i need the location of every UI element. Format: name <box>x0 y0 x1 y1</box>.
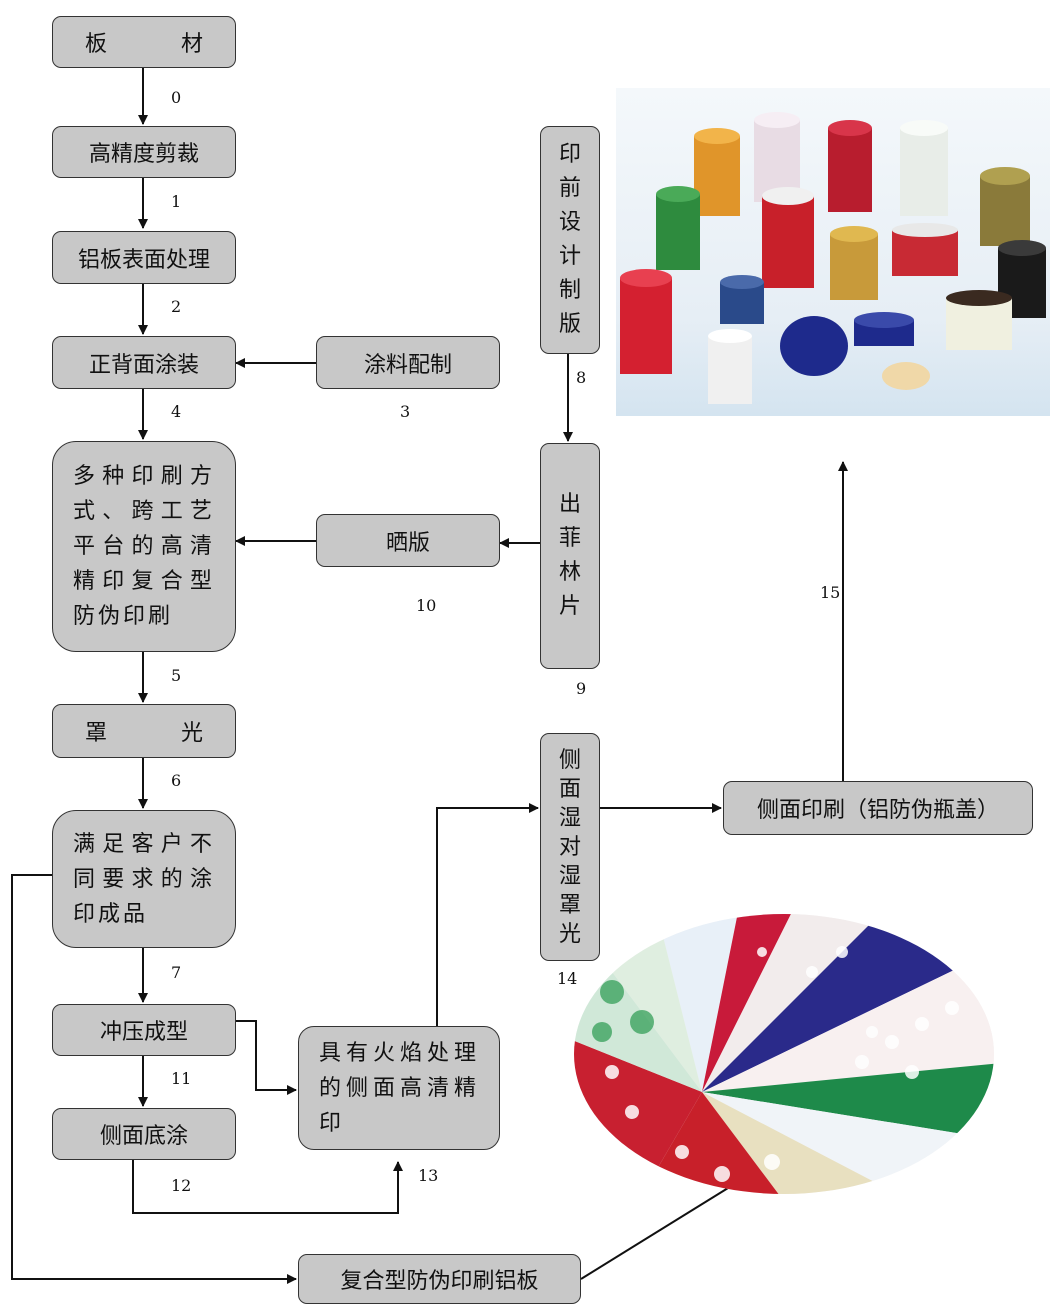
prepress-char: 设 <box>558 210 581 235</box>
step-number: 14 <box>557 969 578 988</box>
step-number: 3 <box>400 402 411 421</box>
side-wet-char: 湿 <box>558 805 581 831</box>
step-number: 1 <box>171 192 182 211</box>
box-front-back-coating: 正背面涂装 <box>52 336 236 389</box>
box-punch-forming: 冲压成型 <box>52 1004 236 1056</box>
box-varnish-char2: 光 <box>180 721 203 746</box>
box-aluminum-surface-treatment: 铝板表面处理 <box>52 231 236 284</box>
side-wet-char: 湿 <box>558 863 581 889</box>
box-flame-side-print: 具有火焰处理的侧面高清精印 <box>298 1026 500 1150</box>
box-high-precision-cutting: 高精度剪裁 <box>52 126 236 178</box>
printed-sheets-photo <box>574 914 994 1194</box>
box-finished-coated-products: 满足客户不同要求的涂印成品 <box>52 810 236 948</box>
box-multi-print-methods-text: 多种印刷方式、跨工艺平台的高清精印复合型防伪印刷 <box>73 464 215 629</box>
prepress-char: 版 <box>558 312 581 337</box>
box-coating-preparation: 涂料配制 <box>316 336 500 389</box>
prepress-char: 印 <box>558 142 581 167</box>
film-char: 菲 <box>558 526 581 551</box>
side-wet-char: 侧 <box>558 747 581 773</box>
box-sheet-material-char1: 板 <box>85 32 108 57</box>
box-film-output: 出 菲 林 片 <box>540 443 600 669</box>
step-number: 9 <box>576 679 587 698</box>
box-prepress-design: 印 前 设 计 制 版 <box>540 126 600 354</box>
step-number: 12 <box>171 1176 192 1195</box>
box-multi-print-methods: 多种印刷方式、跨工艺平台的高清精印复合型防伪印刷 <box>52 441 236 652</box>
box-sheet-material-char2: 材 <box>180 32 203 57</box>
box-plate-exposure: 晒版 <box>316 514 500 567</box>
step-number: 4 <box>171 402 182 421</box>
step-number: 6 <box>171 771 182 790</box>
bottle-caps-photo <box>616 88 1050 416</box>
step-number: 7 <box>171 963 182 982</box>
box-sheet-material: 板 材 <box>52 16 236 68</box>
step-number: 5 <box>171 666 182 685</box>
box-varnish-char1: 罩 <box>85 721 108 746</box>
side-wet-char: 光 <box>558 921 581 947</box>
step-number: 15 <box>820 583 841 602</box>
box-side-wet-varnish: 侧 面 湿 对 湿 罩 光 <box>540 733 600 961</box>
box-varnish: 罩 光 <box>52 704 236 758</box>
side-wet-char: 对 <box>558 834 581 860</box>
prepress-char: 前 <box>558 176 581 201</box>
step-number: 13 <box>418 1166 439 1185</box>
prepress-char: 计 <box>558 244 581 269</box>
side-wet-char: 罩 <box>558 892 581 918</box>
step-number: 11 <box>171 1069 192 1088</box>
side-wet-char: 面 <box>558 776 581 802</box>
box-side-base-coating: 侧面底涂 <box>52 1108 236 1160</box>
step-number: 10 <box>416 596 437 615</box>
box-finished-coated-products-text: 满足客户不同要求的涂印成品 <box>73 831 215 927</box>
box-side-printing: 侧面印刷（铝防伪瓶盖） <box>723 781 1033 835</box>
film-char: 林 <box>558 560 581 585</box>
step-number: 0 <box>171 88 182 107</box>
film-char: 片 <box>558 594 581 619</box>
prepress-char: 制 <box>558 278 581 303</box>
film-char: 出 <box>558 492 581 517</box>
step-number: 8 <box>576 368 587 387</box>
box-composite-aluminum-sheet: 复合型防伪印刷铝板 <box>298 1254 581 1304</box>
box-flame-side-print-text: 具有火焰处理的侧面高清精印 <box>319 1040 479 1136</box>
step-number: 2 <box>171 297 182 316</box>
